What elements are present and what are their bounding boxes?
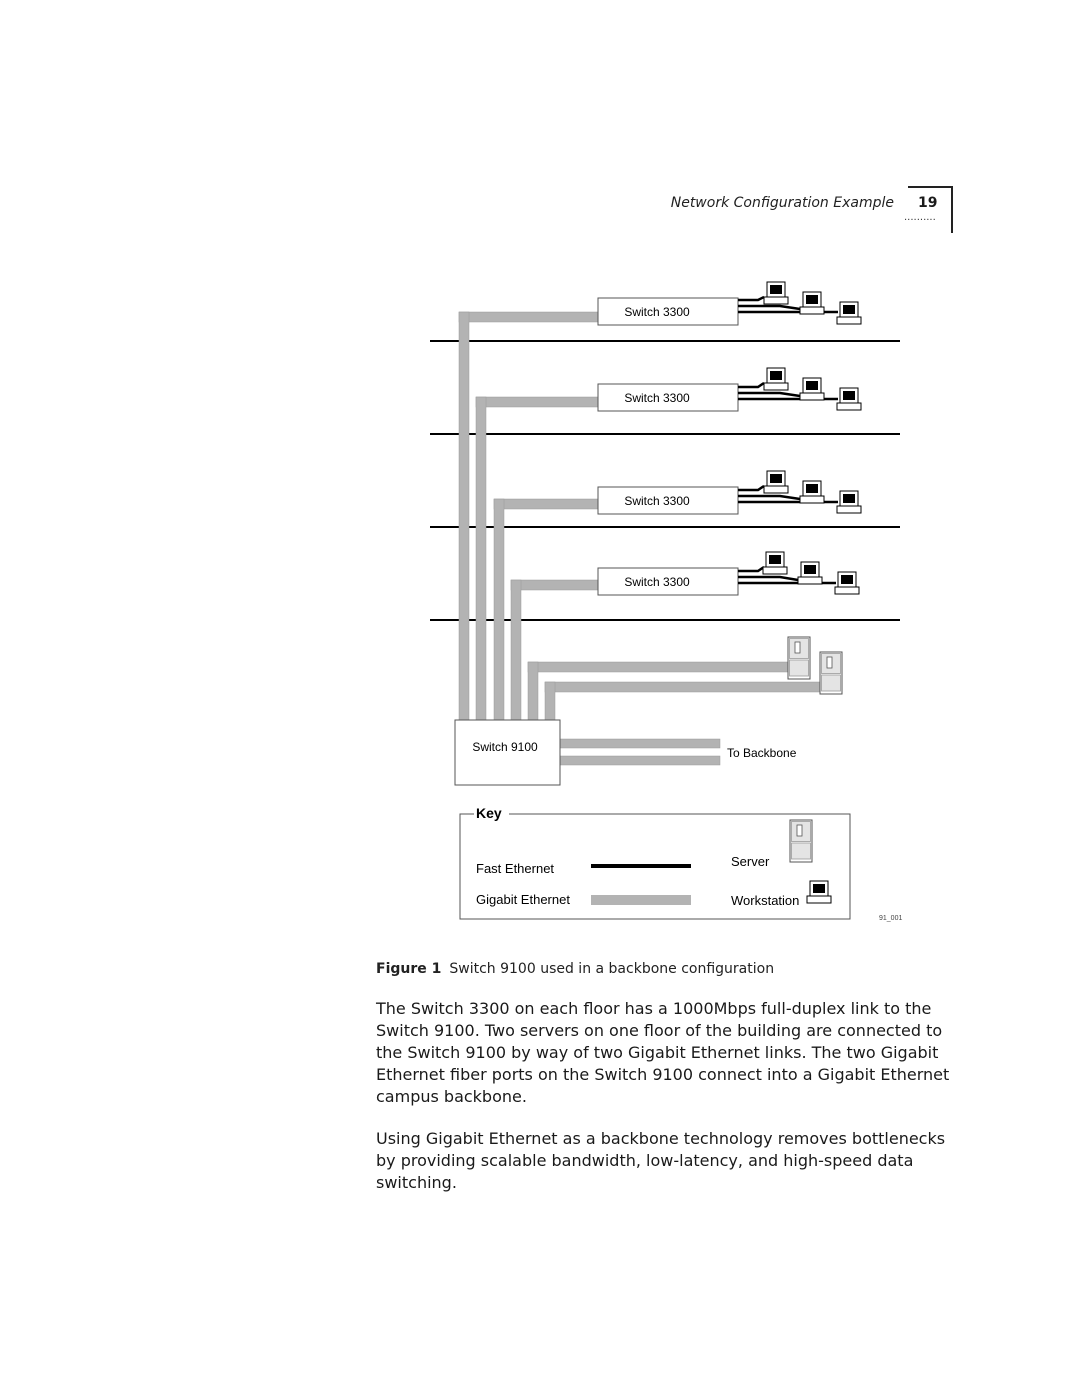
- server-icon: [787, 636, 811, 680]
- key-gigabit-ethernet-swatch: [591, 895, 691, 905]
- page-number: 19: [918, 195, 938, 211]
- floor-4-workstations: [738, 551, 860, 595]
- workstation-icon: [762, 551, 788, 575]
- key-title: Key: [476, 805, 502, 821]
- header-dots-ornament: ··········: [904, 215, 936, 226]
- to-backbone-label: To Backbone: [727, 746, 797, 760]
- network-diagram: Switch 3300 Switch 3300 Switch 3300 Swit…: [430, 281, 902, 922]
- switch-3300-3: Switch 3300: [597, 486, 739, 515]
- figure-id: 91_001: [879, 915, 902, 922]
- workstation-icon: [806, 880, 832, 904]
- key-workstation-label: Workstation: [731, 893, 799, 908]
- workstation-icon: [836, 301, 862, 325]
- switch-9100: Switch 9100: [454, 719, 561, 786]
- workstation-icon: [836, 387, 862, 411]
- key-server-label: Server: [731, 854, 770, 869]
- floor-3-workstations: [738, 470, 862, 514]
- workstation-icon: [834, 571, 860, 595]
- workstation-icon: [799, 291, 825, 315]
- key-gigabit-ethernet-label: Gigabit Ethernet: [476, 892, 570, 907]
- switch-3300-1-label: Switch 3300: [624, 305, 690, 319]
- switch-3300-2-label: Switch 3300: [624, 391, 690, 405]
- diagram-key: Key Fast Ethernet Gigabit Ethernet Serve…: [459, 805, 851, 920]
- floor-2-workstations: [738, 367, 862, 411]
- workstation-icon: [799, 480, 825, 504]
- floor-divider-lines: [430, 340, 900, 621]
- switch-3300-4: Switch 3300: [597, 567, 739, 596]
- server-icon: [789, 819, 813, 863]
- figure-caption-label: Figure 1: [376, 961, 442, 977]
- running-header-title: Network Configuration Example: [670, 195, 894, 211]
- switch-9100-label: Switch 9100: [472, 740, 538, 754]
- body-paragraph-2: Using Gigabit Ethernet as a backbone tec…: [376, 1129, 946, 1192]
- header-rule-vertical: [951, 186, 953, 233]
- server-icon: [819, 651, 843, 695]
- switch-3300-1: Switch 3300: [597, 297, 739, 326]
- floor-1-workstations: [738, 281, 862, 325]
- key-fast-ethernet-label: Fast Ethernet: [476, 861, 554, 876]
- header-rule-horizontal: [908, 186, 953, 188]
- workstation-icon: [763, 470, 789, 494]
- workstation-icon: [797, 561, 823, 585]
- gigabit-links: [458, 311, 821, 766]
- switch-3300-2: Switch 3300: [597, 383, 739, 412]
- body-paragraph-1: The Switch 3300 on each floor has a 1000…: [376, 999, 950, 1106]
- figure-caption-text: Switch 9100 used in a backbone configura…: [449, 961, 775, 977]
- workstation-icon: [799, 377, 825, 401]
- figure-caption: Figure 1 Switch 9100 used in a backbone c…: [376, 961, 774, 977]
- switch-3300-4-label: Switch 3300: [624, 575, 690, 589]
- workstation-icon: [763, 281, 789, 305]
- workstation-icon: [836, 490, 862, 514]
- workstation-icon: [763, 367, 789, 391]
- switch-3300-3-label: Switch 3300: [624, 494, 690, 508]
